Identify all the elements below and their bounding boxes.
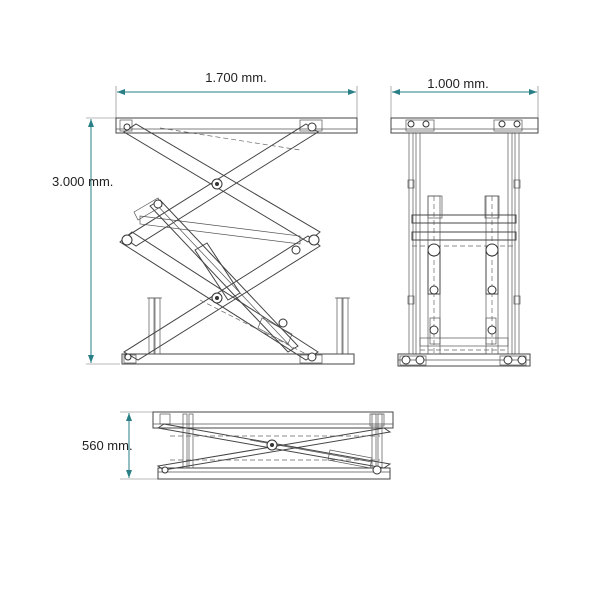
side-view-extended: [390, 117, 539, 367]
extended-height-label: 3.000 mm.: [52, 174, 113, 189]
closed-height-label: 560 mm.: [82, 438, 133, 453]
front-view-closed: [152, 411, 394, 480]
dimension-extended-height: 3.000 mm.: [52, 117, 120, 365]
front-width-label: 1.700 mm.: [205, 70, 266, 85]
side-width-label: 1.000 mm.: [427, 76, 488, 91]
dimension-side-width: 1.000 mm.: [390, 76, 539, 118]
dimension-front-width: 1.700 mm.: [115, 70, 358, 118]
dimension-closed-height: 560 mm.: [82, 411, 158, 480]
front-view-extended: [115, 117, 358, 365]
